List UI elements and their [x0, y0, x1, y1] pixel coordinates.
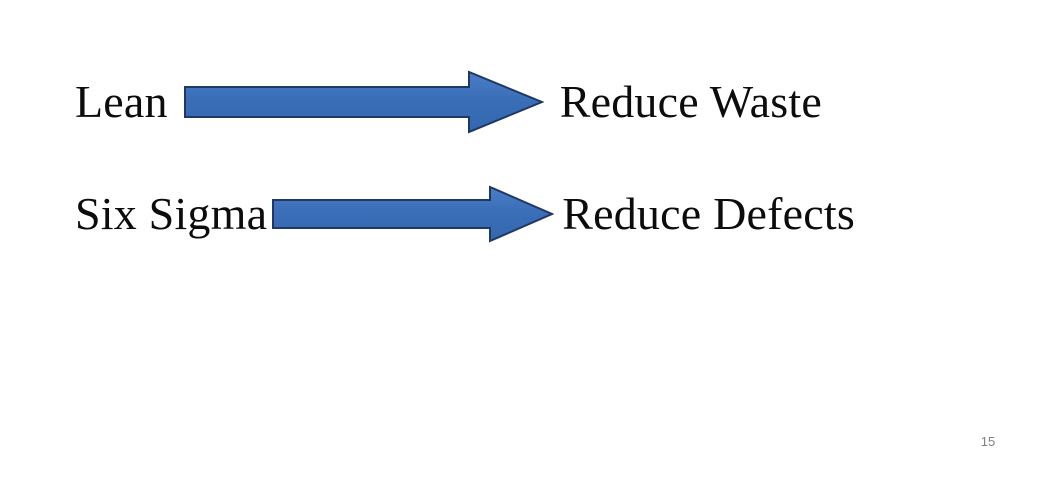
- row-label-six-sigma: Six Sigma: [75, 188, 268, 239]
- diagram-row-six-sigma: Six Sigma Reduce Defects: [75, 185, 855, 243]
- row-target-reduce-defects: Reduce Defects: [562, 188, 855, 239]
- slide-number: 15: [980, 434, 996, 449]
- row-target-reduce-waste: Reduce Waste: [559, 76, 822, 127]
- row-label-lean: Lean: [75, 76, 168, 127]
- arrow-right-icon: [272, 185, 555, 243]
- diagram-row-lean: Lean Reduce Waste: [75, 70, 822, 134]
- arrow-right-icon: [183, 70, 544, 134]
